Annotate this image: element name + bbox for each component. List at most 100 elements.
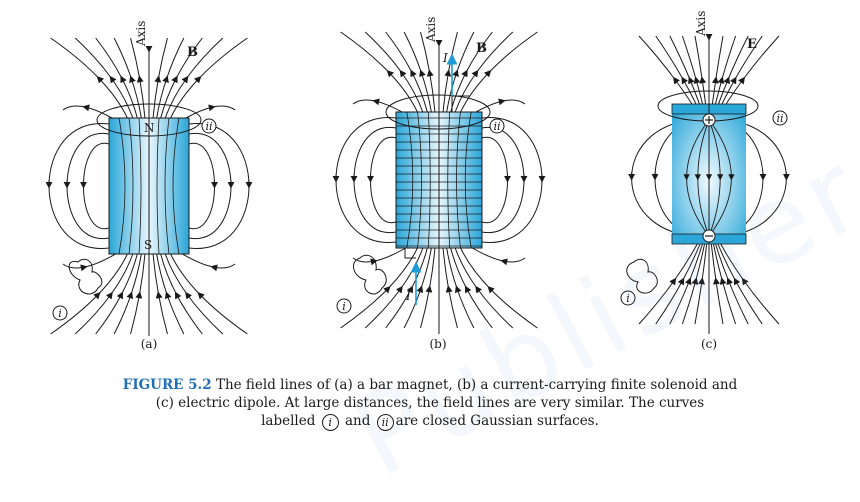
c-fan-bottom-0 [638,235,702,325]
b-loop-1-1 [481,127,525,233]
gaussian-surface-i-c [626,258,658,294]
a-fan-top-0 [50,37,128,119]
b-fan-bottom-2 [385,247,428,329]
a-fan-top-3 [113,37,142,119]
gauss-label-ii-c: ii [776,112,783,125]
a-fan-bottom-5 [152,253,168,335]
external-field-lines-b [332,31,546,329]
b-fan-top-8 [454,31,514,113]
b-fan-top-9 [460,31,538,113]
b-fan-top-5 [442,31,458,113]
c-fan-bottom-2 [669,235,706,325]
a-fan-bottom-6 [156,253,185,335]
b-loop-0-0 [370,137,397,223]
gaussian-surface-i-a [68,258,103,295]
a-sweep-bottom-1 [178,251,236,272]
c-fan-bottom-5 [710,235,724,325]
field-label-b: B [476,41,487,56]
a-fan-bottom-1 [74,253,134,335]
gauss-ring-ii-c [772,110,788,126]
b-loop-1-0 [481,137,508,223]
external-field-lines-a [45,37,253,335]
b-internal-5 [456,111,461,249]
b-fan-top-6 [446,31,475,113]
sublabel-a: (a) [141,337,158,351]
a-fan-top-5 [152,37,168,119]
gauss-ring-ii-b [489,118,505,134]
b-internal-4 [447,111,451,249]
b-fan-bottom-3 [403,247,432,329]
a-loop-1-1 [188,133,232,239]
gauss-ring-ii-a [201,118,217,134]
a-loop-1-2 [188,123,250,249]
gauss-label-ii-b: ii [493,120,500,133]
a-loop-1-0 [188,143,215,229]
gaussian-surface-i-b [352,254,387,295]
sublabel-c: (c) [701,337,717,351]
gauss-label-i-a: i [58,307,62,320]
a-loop-0-0 [83,143,110,229]
a-fan-bottom-8 [164,253,224,335]
a-loop-0-2 [48,123,110,249]
b-fan-bottom-5 [442,247,458,329]
a-sweep-bottom-0 [62,251,120,272]
b-fan-bottom-9 [460,247,538,329]
a-fan-bottom-3 [113,253,142,335]
b-sweep-bottom-1 [468,245,526,266]
b-sweep-top-1 [468,98,526,117]
caption-text-3a: labelled [261,413,316,429]
field-label-c: E [747,37,757,52]
a-fan-bottom-0 [50,253,128,335]
b-internal-2 [427,111,431,249]
a-fan-top-9 [170,37,248,119]
gauss-ring-i-a [52,305,68,321]
b-fan-top-2 [385,31,428,113]
figure-number: FIGURE 5.2 [122,377,212,393]
c-fan-bottom-8 [714,235,763,325]
c-fan-bottom-9 [716,235,780,325]
panel-c: Axis E ii i (c) [620,11,790,351]
a-fan-bottom-2 [95,253,138,335]
b-fan-bottom-4 [420,247,436,329]
c-fan-bottom-3 [681,235,707,325]
b-fan-top-3 [403,31,432,113]
b-internal-1 [417,111,422,249]
caption-line-1: FIGURE 5.2 The field lines of (a) a bar … [0,376,860,394]
field-lines-figure: Axis B N S ii i (a) Axis B I I ii i (b) [45,11,790,351]
gauss-label-i-b: i [342,300,346,313]
axis-label-c: Axis [694,11,708,37]
c-fan-bottom-1 [655,235,704,325]
panel-b: Axis B I I ii i (b) [332,17,546,351]
b-internal-0 [406,111,414,249]
figure-caption: FIGURE 5.2 The field lines of (a) a bar … [0,376,860,431]
current-label-bottom: I [405,289,411,303]
a-fan-top-7 [160,37,203,119]
a-fan-top-4 [130,37,146,119]
a-fan-bottom-4 [130,253,146,335]
b-fan-bottom-1 [364,247,424,329]
b-internal-6 [464,111,472,249]
caption-ring-ii: ii [376,414,394,431]
internal-field-lines-b [406,111,472,249]
b-fan-top-7 [450,31,493,113]
a-sweep-top-1 [178,104,236,123]
b-loop-0-2 [335,117,397,243]
c-fan-bottom-4 [694,235,708,325]
panel-a: Axis B N S ii i (a) [45,21,253,351]
b-fan-bottom-6 [446,247,475,329]
negative-charge [702,229,716,243]
caption-ring-i: i [321,414,339,431]
a-internal-2 [138,117,142,255]
a-fan-bottom-7 [160,253,203,335]
south-pole-label: S [144,238,152,252]
a-fan-top-8 [164,37,224,119]
a-fan-bottom-9 [170,253,248,335]
a-sweep-top-0 [62,104,120,123]
gauss-ring-i-c [620,290,636,306]
b-fan-bottom-8 [454,247,514,329]
b-fan-top-4 [420,31,436,113]
c-internal-0 [683,119,710,237]
b-fan-bottom-0 [340,247,418,329]
axis-label-b: Axis [424,17,438,43]
